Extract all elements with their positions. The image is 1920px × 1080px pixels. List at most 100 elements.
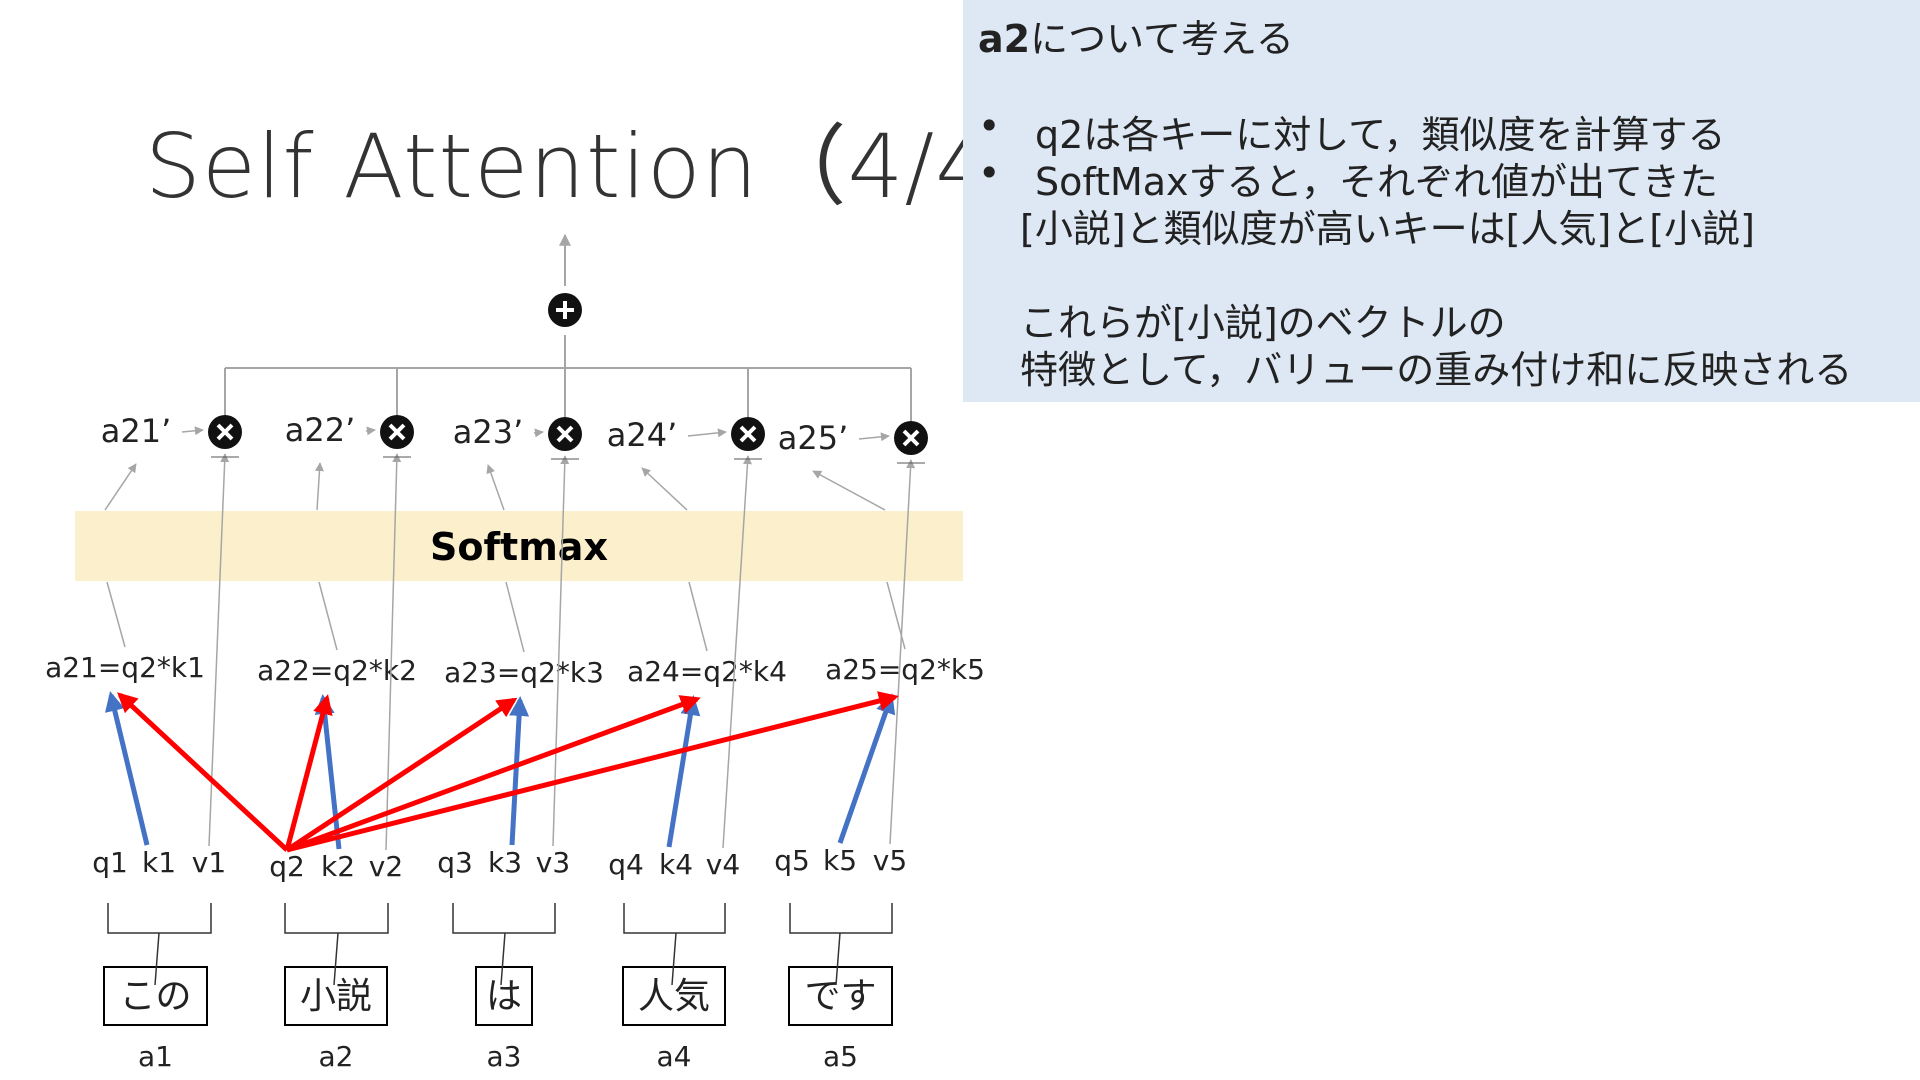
- token-box: [788, 966, 893, 1026]
- bullet-text: q2は各キーに対して，類似度を計算する: [1035, 113, 1726, 157]
- sum-bus: [224, 233, 912, 422]
- token-box: [622, 966, 726, 1026]
- query-arrow: [285, 697, 518, 853]
- weight-to-multiply-arrow: [687, 428, 727, 438]
- note-heading-rest: について考える: [1030, 17, 1294, 61]
- query-arrow: [286, 695, 701, 853]
- key-arrow: [509, 696, 530, 846]
- key-arrow: [314, 694, 342, 850]
- weight-label: a21’: [101, 412, 172, 450]
- weight-to-multiply-arrow: [181, 426, 204, 436]
- qkv-bracket: [623, 903, 726, 934]
- token-id: a4: [657, 1040, 692, 1073]
- score-label: a25=q2*k5: [825, 653, 985, 686]
- softmax-to-weight-arrow: [104, 463, 137, 511]
- softmax-to-weight-arrow: [641, 467, 688, 511]
- softmax-to-weight-arrow: [486, 464, 505, 511]
- multiply-stroke: [216, 423, 234, 441]
- bracket-stem: [671, 932, 677, 986]
- score-label: a21=q2*k1: [45, 651, 205, 684]
- bracket-stem: [500, 932, 506, 986]
- query-arrow: [284, 694, 333, 851]
- note-heading-bold: a2: [978, 17, 1031, 61]
- qkv-bracket: [789, 903, 893, 934]
- multiply-stroke: [739, 425, 757, 443]
- token-word: です: [804, 976, 876, 1017]
- multiply-icon: [548, 417, 582, 451]
- multiply-stroke: [388, 423, 406, 441]
- multiply-icon: [731, 417, 765, 451]
- key-label: k5: [823, 844, 857, 877]
- value-label: v4: [706, 848, 740, 881]
- token-id: a3: [487, 1040, 522, 1073]
- value-to-multiply-arrow: [722, 455, 752, 849]
- weight-label: a23’: [453, 413, 524, 451]
- note-heading: a2について考える: [978, 8, 1294, 63]
- value-label: v1: [192, 846, 226, 879]
- weight-label: a22’: [285, 411, 356, 449]
- query-label: q1: [92, 846, 128, 879]
- weight-to-multiply-arrow: [858, 432, 890, 442]
- bracket-stem: [333, 932, 339, 986]
- softmax-to-weight-arrow: [812, 470, 886, 511]
- token-word: 人気: [638, 976, 710, 1017]
- bullet-mark: •: [978, 104, 1001, 148]
- note-line-4: 特徴として，バリューの重み付け和に反映される: [1020, 348, 1853, 392]
- note-line-3: これらが[小説]のベクトルの: [1020, 301, 1506, 345]
- token-word: 小説: [300, 976, 372, 1017]
- query-label: q5: [774, 844, 810, 877]
- query-arrow: [117, 692, 289, 852]
- query-arrow: [286, 691, 899, 853]
- weight-to-multiply-arrow: [365, 426, 376, 436]
- bullet-text: SoftMaxすると，それぞれ値が出てきた: [1035, 160, 1718, 204]
- qkv-bracket: [284, 903, 389, 934]
- qkv-bracket: [452, 903, 556, 934]
- weight-label: a25’: [778, 419, 849, 457]
- bullet-mark: •: [978, 151, 1001, 195]
- softmax-label: Softmax: [430, 525, 608, 569]
- score-label: a22=q2*k2: [257, 654, 417, 687]
- note-panel: a2について考える • q2は各キーに対して，類似度を計算する • SoftMa…: [963, 0, 1920, 402]
- key-label: k1: [142, 846, 176, 879]
- score-to-softmax-line: [505, 581, 525, 653]
- plus-icon: [548, 293, 582, 327]
- token-id: a5: [823, 1040, 858, 1073]
- qkv-bracket: [107, 903, 212, 934]
- multiply-stroke: [902, 429, 920, 447]
- value-label: v3: [536, 846, 570, 879]
- key-arrow: [105, 691, 150, 846]
- value-label: v5: [873, 844, 907, 877]
- slide-title: Self Attention（4/4）: [145, 115, 1082, 218]
- score-to-softmax-line: [106, 581, 126, 648]
- multiply-icon: [894, 421, 928, 455]
- value-to-multiply-arrow: [889, 459, 916, 845]
- key-arrow: [837, 693, 896, 844]
- note-line-1: [小説]と類似度が高いキーは[人気]と[小説]: [1020, 207, 1755, 251]
- bracket-stem: [154, 932, 160, 986]
- multiply-stroke: [556, 425, 574, 443]
- key-label: k2: [321, 850, 355, 883]
- score-label: a24=q2*k4: [627, 655, 787, 688]
- weight-label: a24’: [607, 416, 678, 454]
- query-label: q4: [608, 848, 644, 881]
- key-arrow: [666, 695, 701, 848]
- softmax-to-weight-arrow: [314, 462, 324, 511]
- token-id: a2: [319, 1040, 354, 1073]
- multiply-icon: [380, 415, 414, 449]
- token-box: [475, 966, 533, 1026]
- query-label: q2: [269, 850, 305, 883]
- multiply-icon: [208, 415, 242, 449]
- key-label: k4: [659, 848, 693, 881]
- token-id: a1: [138, 1040, 173, 1073]
- query-label: q3: [437, 846, 473, 879]
- score-label: a23=q2*k3: [444, 656, 604, 689]
- score-to-softmax-line: [318, 581, 338, 651]
- key-label: k3: [488, 846, 522, 879]
- token-word: は: [486, 976, 522, 1017]
- weight-to-multiply-arrow: [533, 428, 544, 438]
- value-label: v2: [369, 850, 403, 883]
- softmax-band: [75, 511, 963, 581]
- score-to-softmax-line: [688, 581, 708, 652]
